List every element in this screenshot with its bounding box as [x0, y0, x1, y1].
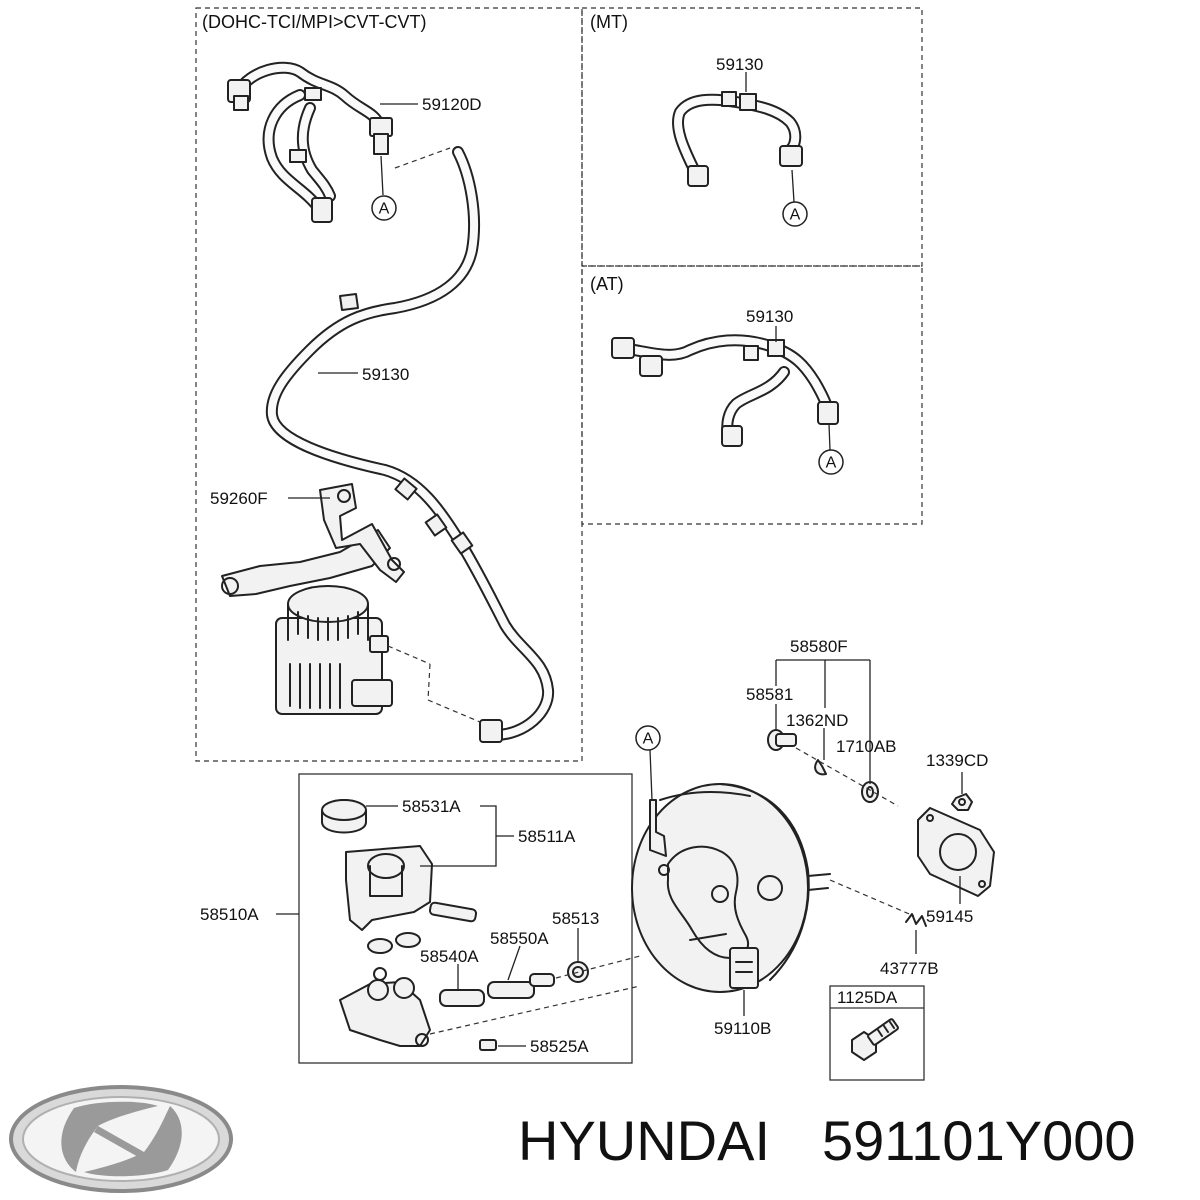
label-59130-mt: 59130 [716, 55, 763, 74]
svg-text:A: A [790, 207, 801, 224]
label-1362ND: 1362ND [786, 711, 848, 730]
svg-text:A: A [643, 731, 654, 748]
label-58540A: 58540A [420, 947, 479, 966]
svg-text:A: A [826, 455, 837, 472]
label-59130-main: 59130 [362, 365, 409, 384]
at-heading: (AT) [590, 274, 624, 294]
brake-booster-59110B [631, 783, 831, 993]
label-58550A: 58550A [490, 929, 549, 948]
callout-a-1 [371, 195, 397, 221]
label-58510A: 58510A [200, 905, 259, 924]
bolt-1125DA-frame [829, 985, 925, 1081]
vacuum-hose-59130 [265, 146, 555, 743]
svg-text:A: A [379, 201, 390, 218]
label-43777B: 43777B [880, 959, 939, 978]
label-59120D: 59120D [422, 95, 482, 114]
hose-assembly-59120D [227, 61, 393, 223]
label-1125DA: 1125DA [837, 988, 898, 1007]
mt-hose-59130 [672, 91, 803, 187]
label-59260F: 59260F [210, 489, 268, 508]
label-58581: 58581 [746, 685, 793, 704]
label-59110B: 59110B [714, 1019, 771, 1038]
mt-frame [581, 7, 923, 267]
brand-name: HYUNDAI [518, 1109, 770, 1172]
callout-a-2 [782, 201, 808, 227]
part-number: 591101Y000 [822, 1109, 1136, 1172]
vacuum-pump-bracket [221, 483, 405, 715]
label-59130-at: 59130 [746, 307, 793, 326]
label-1339CD: 1339CD [926, 751, 988, 770]
label-58511A: 58511A [518, 827, 576, 846]
gasket-59145 [917, 807, 995, 897]
engine-variant-heading: (DOHC-TCI/MPI>CVT-CVT) [202, 12, 427, 32]
bolt-1125DA [851, 1018, 899, 1061]
clevis-pin-group [767, 729, 879, 803]
label-58580F: 58580F [790, 637, 848, 656]
at-frame [581, 265, 923, 525]
hyundai-logo [9, 1085, 233, 1193]
at-hose-59130 [611, 334, 839, 447]
label-1710AB: 1710AB [836, 737, 897, 756]
label-59145: 59145 [926, 907, 973, 926]
master-cylinder-assembly [321, 799, 589, 1051]
label-58525A: 58525A [530, 1037, 589, 1056]
label-58513: 58513 [552, 909, 599, 928]
callout-a-3 [818, 449, 844, 475]
nut-1339CD [951, 793, 973, 811]
label-58531A: 58531A [402, 797, 461, 816]
engine-variant-frame [195, 7, 583, 762]
clip-43777B [905, 913, 927, 927]
mt-heading: (MT) [590, 12, 628, 32]
master-cylinder-frame [298, 773, 633, 1064]
callout-a-4 [635, 725, 661, 751]
